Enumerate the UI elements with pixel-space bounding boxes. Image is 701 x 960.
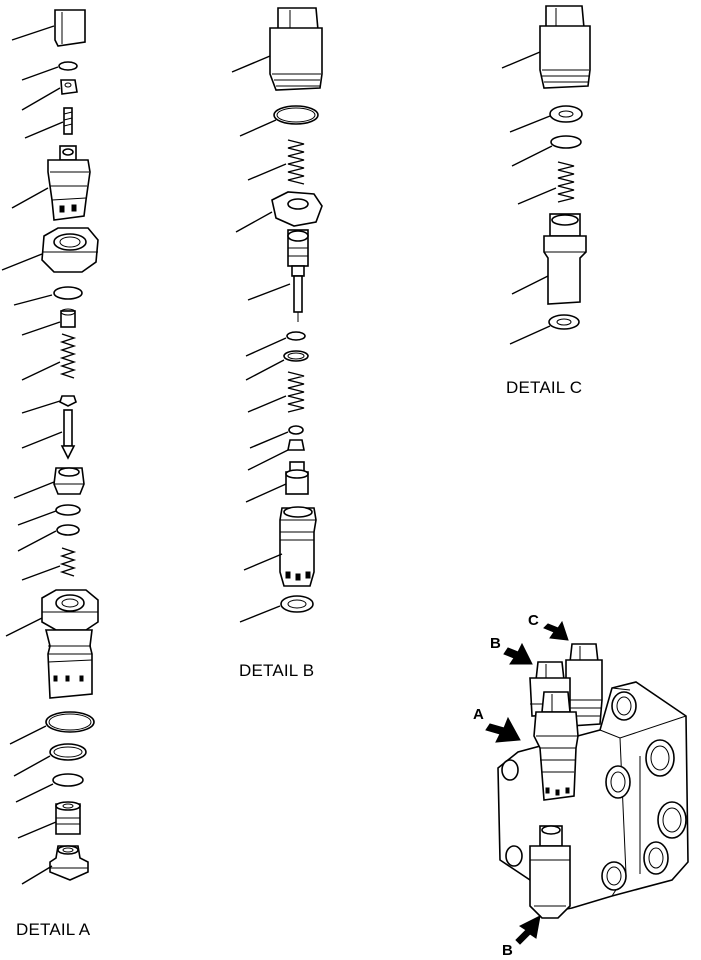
detail-c-parts — [501, 5, 591, 345]
part-a-screw — [24, 107, 73, 139]
part-a-ring — [17, 524, 80, 552]
part-b-spring-1 — [247, 139, 305, 185]
part-a-cap — [11, 9, 86, 47]
part-b-ball — [249, 425, 304, 449]
part-b-cap — [231, 7, 323, 91]
callout-b-top: B — [490, 635, 501, 652]
callout-c: C — [528, 612, 539, 629]
assembly-cartridge-b-bottom — [529, 825, 571, 919]
part-a-poppet — [21, 409, 76, 460]
part-c-spool — [511, 213, 587, 305]
part-c-oring — [511, 135, 582, 167]
part-a-nut — [21, 79, 78, 111]
port-bosses — [501, 691, 687, 891]
callout-a: A — [473, 706, 484, 723]
part-b-spool — [247, 229, 309, 322]
detail-b-label: DETAIL B — [239, 661, 315, 680]
part-a-oring-1 — [21, 61, 78, 81]
part-a-ball — [21, 395, 77, 414]
arrow-b-bottom — [515, 915, 541, 945]
part-a-oring-3 — [17, 504, 81, 526]
part-a-oring-4 — [9, 711, 95, 745]
callout-b-bottom: B — [502, 942, 513, 959]
part-b-plug — [245, 461, 309, 503]
part-a-piston — [17, 801, 81, 839]
part-a-sleeve — [21, 308, 76, 336]
part-a-oring-5 — [15, 773, 84, 803]
detail-a-parts — [1, 9, 99, 885]
part-b-seat — [247, 439, 305, 471]
part-a-cartridge — [5, 589, 99, 699]
arrow-b-top — [503, 642, 533, 665]
part-c-spring — [517, 161, 575, 205]
part-a-hex-nut — [1, 227, 99, 273]
detail-c-label: DETAIL C — [506, 378, 583, 397]
detail-a-label: DETAIL A — [16, 920, 91, 939]
part-b-spring-2 — [247, 371, 305, 413]
part-b-oring-1 — [239, 105, 319, 137]
part-b-bottom-ring — [239, 595, 314, 623]
part-b-oring-2 — [245, 331, 306, 357]
part-a-spring-2 — [21, 547, 77, 581]
detail-b-parts — [231, 7, 323, 623]
assembly-cartridge-a — [533, 691, 579, 801]
part-a-valve-body — [11, 145, 91, 221]
part-c-bottom-ring — [509, 314, 580, 345]
part-b-plate — [235, 191, 323, 233]
part-a-backup-ring — [13, 743, 87, 777]
arrow-a — [485, 716, 521, 743]
part-c-cap — [501, 5, 591, 89]
part-c-nut — [509, 105, 583, 133]
valve-assembly — [485, 620, 689, 945]
arrow-c — [543, 620, 569, 641]
part-a-plug — [13, 467, 85, 499]
part-b-cartridge — [243, 506, 317, 587]
part-a-spring-1 — [21, 333, 77, 381]
part-a-bottom-plug — [21, 845, 89, 885]
part-a-oring-2 — [13, 286, 83, 306]
part-b-ring-1 — [245, 350, 309, 381]
